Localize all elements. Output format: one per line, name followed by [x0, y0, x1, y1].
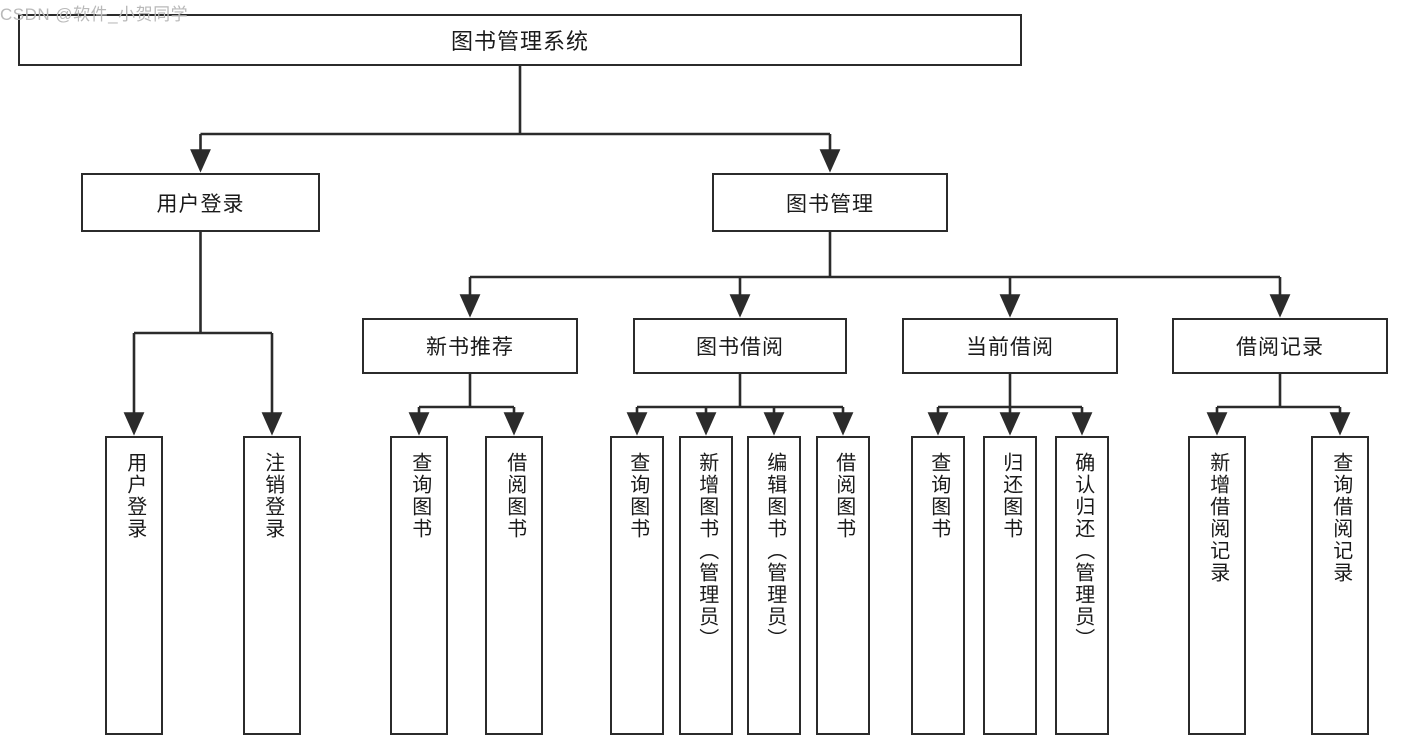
- node-new-book-recommend[interactable]: 新书推荐: [362, 318, 578, 374]
- node-leaf-return-book[interactable]: 归还图书: [983, 436, 1037, 735]
- node-book-management[interactable]: 图书管理: [712, 173, 948, 232]
- node-label: 新增借阅记录: [1206, 452, 1229, 584]
- node-label: 确认归还（管理员）: [1071, 452, 1094, 650]
- node-leaf-borrow-book[interactable]: 借阅图书: [816, 436, 870, 735]
- node-root[interactable]: 图书管理系统: [18, 14, 1022, 66]
- node-book-borrow[interactable]: 图书借阅: [633, 318, 847, 374]
- node-label: 图书借阅: [696, 336, 784, 359]
- node-label: 新书推荐: [426, 336, 514, 359]
- node-leaf-query-borrow-record[interactable]: 查询借阅记录: [1311, 436, 1369, 735]
- node-label: 查询图书: [626, 452, 649, 540]
- node-label: 归还图书: [999, 452, 1022, 540]
- node-leaf-add-book-admin[interactable]: 新增图书（管理员）: [679, 436, 733, 735]
- node-leaf-query-book-recommend[interactable]: 查询图书: [390, 436, 448, 735]
- node-label: 借阅图书: [503, 452, 526, 540]
- node-label: 编辑图书（管理员）: [763, 452, 786, 650]
- node-label: 借阅记录: [1236, 336, 1324, 359]
- node-label: 查询借阅记录: [1329, 452, 1352, 584]
- node-current-borrow[interactable]: 当前借阅: [902, 318, 1118, 374]
- node-leaf-edit-book-admin[interactable]: 编辑图书（管理员）: [747, 436, 801, 735]
- node-leaf-confirm-return-admin[interactable]: 确认归还（管理员）: [1055, 436, 1109, 735]
- node-leaf-query-book-current[interactable]: 查询图书: [911, 436, 965, 735]
- node-label: 注销登录: [261, 452, 284, 540]
- node-leaf-borrow-book-recommend[interactable]: 借阅图书: [485, 436, 543, 735]
- node-label: 借阅图书: [832, 452, 855, 540]
- node-user-login[interactable]: 用户登录: [81, 173, 320, 232]
- node-leaf-add-borrow-record[interactable]: 新增借阅记录: [1188, 436, 1246, 735]
- node-leaf-query-book-borrow[interactable]: 查询图书: [610, 436, 664, 735]
- node-borrow-record[interactable]: 借阅记录: [1172, 318, 1388, 374]
- node-label: 图书管理系统: [450, 29, 589, 54]
- node-label: 图书管理: [786, 192, 874, 216]
- node-label: 用户登录: [156, 192, 245, 216]
- node-label: 查询图书: [927, 452, 950, 540]
- node-label: 当前借阅: [966, 336, 1054, 359]
- csdn-watermark: CSDN @软件_小贺同学: [0, 5, 189, 24]
- node-label: 用户登录: [123, 452, 146, 540]
- node-label: 查询图书: [408, 452, 431, 540]
- node-label: 新增图书（管理员）: [695, 452, 718, 650]
- node-leaf-logout-login[interactable]: 注销登录: [243, 436, 301, 735]
- node-leaf-user-login[interactable]: 用户登录: [105, 436, 163, 735]
